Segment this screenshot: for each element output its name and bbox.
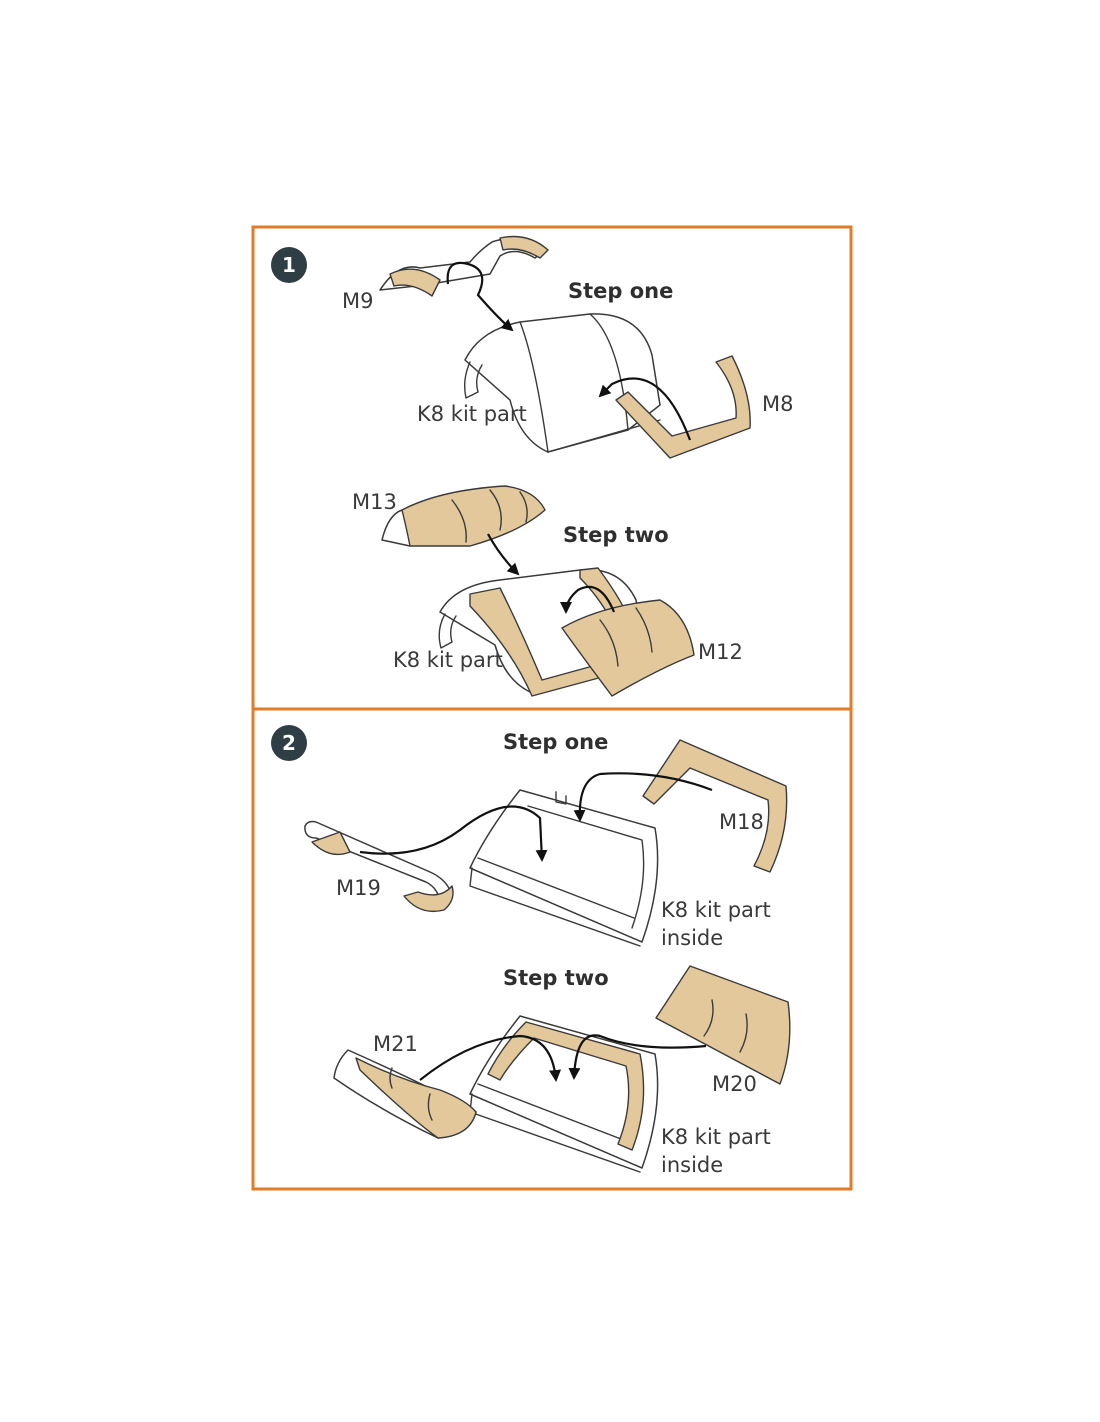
arrow-m18-to-part [573,772,713,822]
arrow-m19-to-part [359,805,548,862]
step-two-title: Step two [563,523,669,547]
label-k8-part-1a: K8 kit part [417,402,527,426]
step-one-title: Step one [503,730,608,754]
step-badge-1: 1 [271,247,307,283]
step-two-title: Step two [503,966,609,990]
panel-1: 1 Step one M9 K8 kit part M8 Step tw [251,225,853,711]
label-m20: M20 [712,1072,757,1096]
label-k8-part-2a-line1: K8 kit part [661,898,771,922]
arrow-m9-to-part [446,261,514,332]
panel-2: 2 Step one M18 K8 kit part inside M19 [251,707,853,1191]
k8-part-inside-step-one [469,789,659,947]
label-k8-part-2a-line2: inside [661,926,723,950]
label-m21: M21 [373,1032,418,1056]
mask-m9 [379,235,549,297]
badge-number: 1 [282,253,296,277]
step-badge-2: 2 [271,725,307,761]
arrow-m20-to-part [568,1034,707,1080]
label-m13: M13 [352,490,397,514]
label-k8-part-2b-line2: inside [661,1153,723,1177]
panel-2-frame [251,707,853,1191]
arrow-m13-to-part [487,533,520,576]
mask-m20 [655,965,791,1085]
mask-m18 [642,739,788,873]
k8-part-step-one [463,313,661,453]
arrow-m12-to-part [560,585,616,614]
mask-m21 [333,1049,477,1139]
label-m18: M18 [719,810,764,834]
label-m12: M12 [698,640,743,664]
arrow-m21-to-part [419,1034,562,1082]
mask-m13 [381,485,546,547]
label-m19: M19 [336,876,381,900]
label-m8: M8 [762,392,793,416]
badge-circle-icon [271,725,307,761]
arrow-m8-to-part [598,377,692,441]
step-one-title: Step one [568,279,673,303]
mask-m8 [615,355,751,459]
label-k8-part-1b: K8 kit part [393,648,503,672]
label-k8-part-2b-line1: K8 kit part [661,1125,771,1149]
badge-number: 2 [282,731,296,755]
badge-circle-icon [271,247,307,283]
label-m9: M9 [342,289,373,313]
mask-m19 [304,820,454,913]
mask-m12 [561,599,695,697]
